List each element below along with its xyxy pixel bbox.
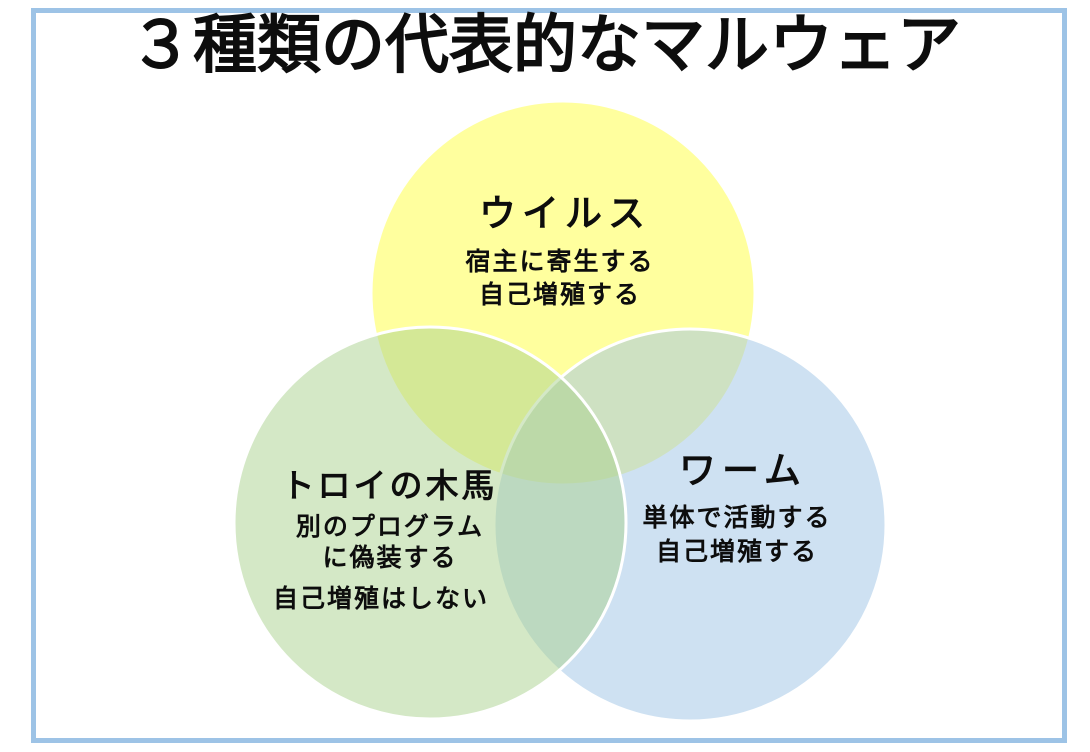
worm-desc-line-2: 自己増殖する [655, 538, 818, 566]
trojan-desc-line-3: 自己増殖はしない [272, 585, 489, 613]
virus-description: 宿主に寄生する 自己増殖する [409, 246, 709, 312]
trojan-description: 別のプログラム に偽装する [239, 512, 539, 574]
trojan-desc-line-1: 別のプログラム [295, 513, 485, 541]
virus-desc-line-2: 自己増殖する [478, 281, 641, 309]
trojan-desc-line-2: に偽装する [322, 544, 458, 572]
virus-desc-line-1: 宿主に寄生する [465, 248, 655, 276]
virus-label: ウイルス [479, 193, 651, 234]
worm-label: ワーム [679, 450, 807, 491]
worm-description: 単体で活動する 自己増殖する [586, 501, 886, 569]
worm-desc-line-1: 単体で活動する [642, 504, 832, 532]
page-title: ３種類の代表的なマルウェア [129, 9, 961, 81]
trojan-circle [232, 325, 628, 721]
trojan-label: トロイの木馬 [281, 467, 498, 504]
